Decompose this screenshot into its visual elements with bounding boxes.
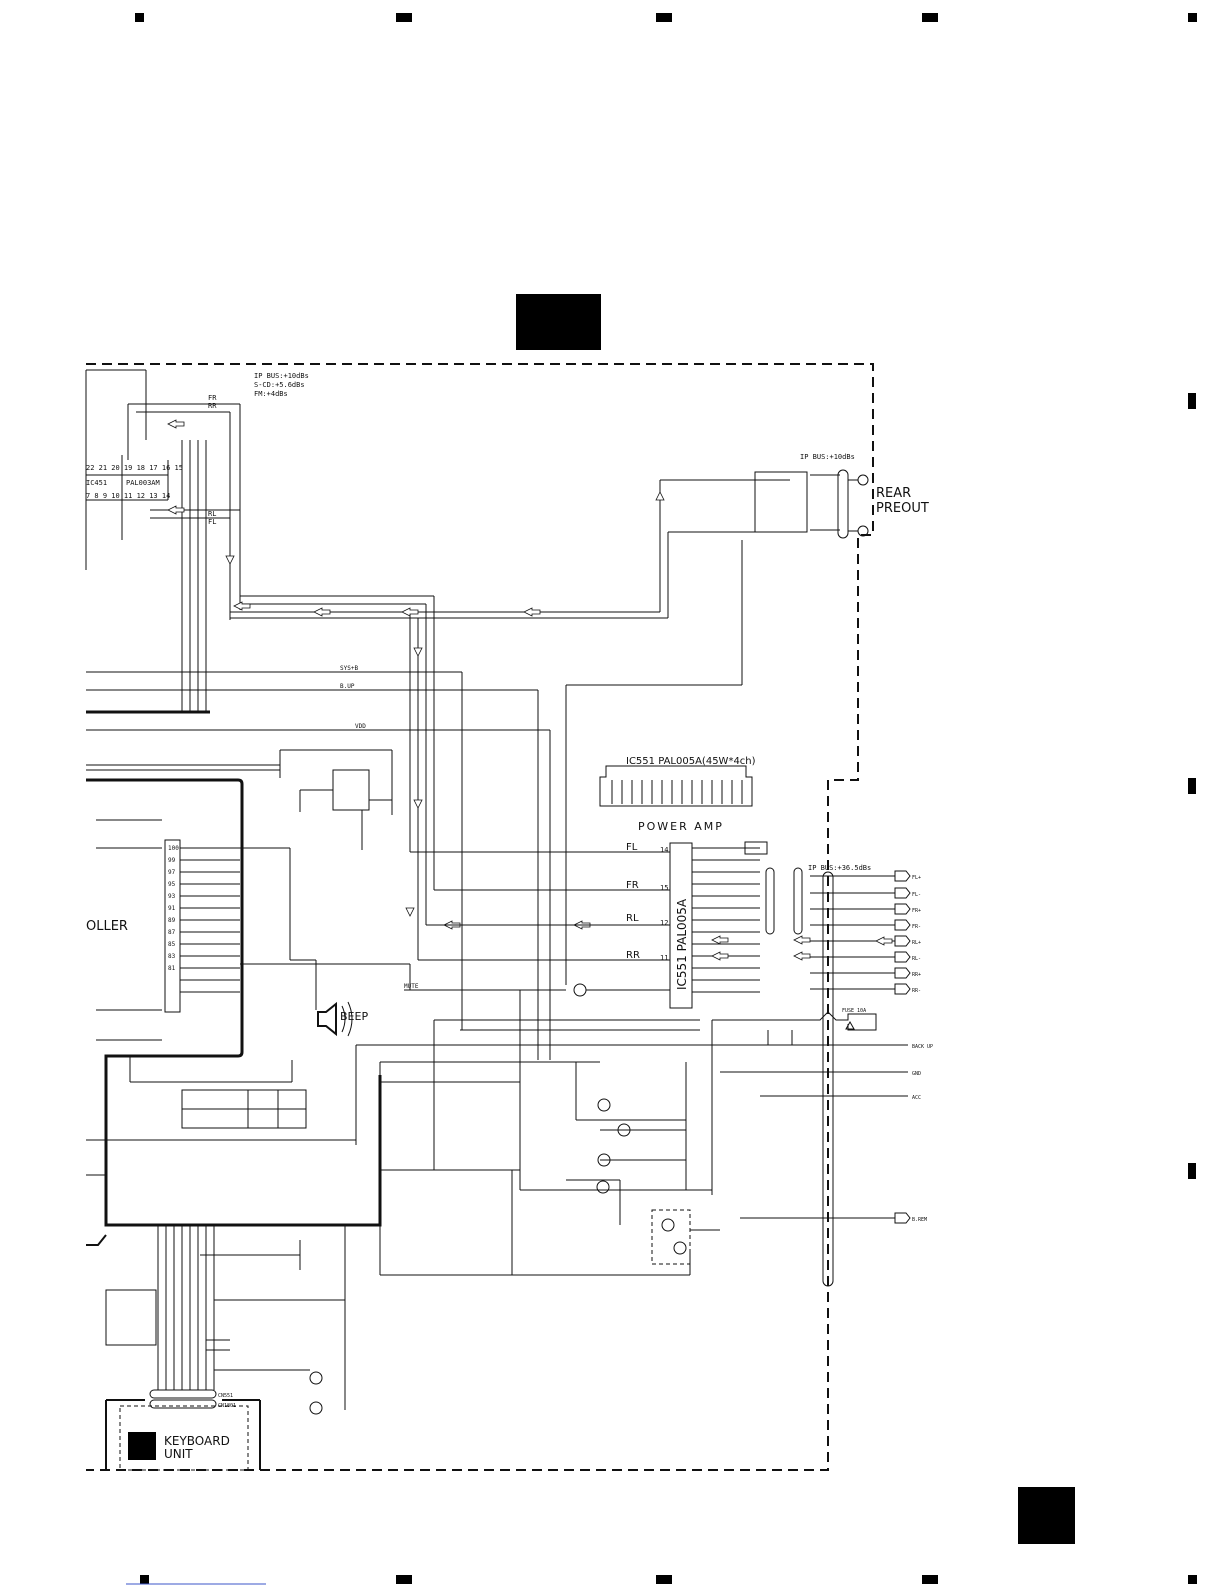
ic451-block: 22 21 20 19 18 17 16 15 IC451 PAL003AM 7… (85, 369, 241, 712)
left-bottom-lines (86, 1139, 356, 1246)
ic511-block (279, 749, 393, 850)
section-marker-bottom (1018, 1487, 1075, 1544)
ch-rr: RR (626, 950, 640, 961)
line-gnd: GND (912, 1071, 921, 1077)
bus-sysb: SYS+B (340, 665, 358, 672)
rear-preout-block: IP BUS:+10dBs REAR PREOUT (566, 453, 929, 686)
keyboard-unit-marker (128, 1432, 156, 1460)
line-acc: ACC (912, 1095, 921, 1101)
ch-rl: RL (626, 913, 639, 924)
sig-rr: RR (208, 402, 217, 410)
keyboard-unit-line1: KEYBOARD (164, 1434, 230, 1448)
conn-rl-minus: RL- (912, 956, 921, 962)
cn551-label: CN551 (218, 1393, 233, 1399)
mute-label: MUTE (404, 983, 419, 990)
bus-bup: B.UP (340, 683, 355, 690)
conn-fl-plus: FL+ (912, 875, 921, 881)
svg-text:95: 95 (168, 881, 176, 888)
svg-text:91: 91 (168, 905, 176, 912)
ip-bus-rear: IP BUS:+10dBs (800, 453, 855, 461)
svg-text:100: 100 (168, 845, 179, 852)
board-outline (86, 363, 874, 1471)
sig-fl: FL (208, 518, 216, 526)
svg-text:87: 87 (168, 929, 176, 936)
ic551-body-label: IC551 PAL005A (675, 898, 689, 990)
svg-text:97: 97 (168, 869, 176, 876)
rear-preout-line2: PREOUT (876, 501, 929, 516)
keyboard-region: CN551 CN1801 KEYBOARD UNIT (105, 1225, 346, 1471)
conn-fl-minus: FL- (912, 892, 921, 898)
svg-text:15: 15 (660, 884, 668, 892)
power-amp-label: POWER AMP (638, 820, 724, 833)
svg-text:22 21 20 19 18 17 16 15: 22 21 20 19 18 17 16 15 (86, 464, 183, 472)
svg-text:85: 85 (168, 941, 176, 948)
beep-label: BEEP (340, 1010, 368, 1023)
svg-text:12: 12 (660, 919, 668, 927)
ic451-part: PAL003AM (126, 479, 160, 487)
sig-fr: FR (208, 394, 217, 402)
ip-bus-level-3: FM:+4dBs (254, 390, 288, 398)
svg-text:11: 11 (660, 954, 668, 962)
registration-marks (135, 13, 1197, 1584)
ch-fl: FL (626, 842, 638, 853)
power-bus: SYS+B B.UP VDD (86, 665, 567, 1060)
right-connector: IP BUS:+36.5dBs FL+ FL- FR+ FR- RL+ RL- … (700, 864, 933, 1287)
svg-text:93: 93 (168, 893, 176, 900)
rear-preout-line1: REAR (876, 486, 911, 501)
fuse-label: FUSE 10A (842, 1008, 866, 1014)
ic451-label: IC451 (86, 479, 107, 487)
section-marker-top (516, 294, 601, 350)
ip-bus-level-1: IP BUS:+10dBs (254, 372, 309, 380)
ic551-power-amp: IC551 PAL005A(45W*4ch) POWER AMP IC551 P… (404, 756, 811, 1009)
ic551-title: IC551 PAL005A(45W*4ch) (626, 756, 756, 767)
info-table (181, 1089, 307, 1129)
power-supply-section (291, 990, 793, 1276)
svg-text:99: 99 (168, 857, 176, 864)
svg-text:7 8 9 10 11 12 13 14: 7 8 9 10 11 12 13 14 (86, 492, 170, 500)
beep-block: BEEP (180, 847, 520, 1037)
ip-bus-level-2: S-CD:+5.6dBs (254, 381, 305, 389)
line-brem: B.REM (912, 1217, 927, 1223)
sig-rl: RL (208, 510, 216, 518)
conn-fr-minus: FR- (912, 924, 921, 930)
svg-text:81: 81 (168, 965, 176, 972)
keyboard-unit-line2: UNIT (164, 1447, 193, 1461)
bus-vdd: VDD (355, 723, 366, 730)
ip-bus-power: IP BUS:+36.5dBs (808, 864, 871, 872)
ch-fr: FR (626, 880, 639, 891)
conn-fr-plus: FR+ (912, 908, 921, 914)
conn-rr-minus: RR- (912, 988, 921, 994)
svg-text:89: 89 (168, 917, 176, 924)
svg-text:14: 14 (660, 846, 668, 854)
conn-rl-plus: RL+ (912, 940, 921, 946)
controller-label: OLLER (86, 919, 128, 934)
controller-block: 100 99 97 95 93 91 89 87 85 83 81 OLLER (86, 764, 382, 1227)
line-backup: BACK UP (912, 1044, 933, 1050)
svg-text:83: 83 (168, 953, 176, 960)
signal-routing (167, 419, 740, 960)
conn-rr-plus: RR+ (912, 972, 921, 978)
